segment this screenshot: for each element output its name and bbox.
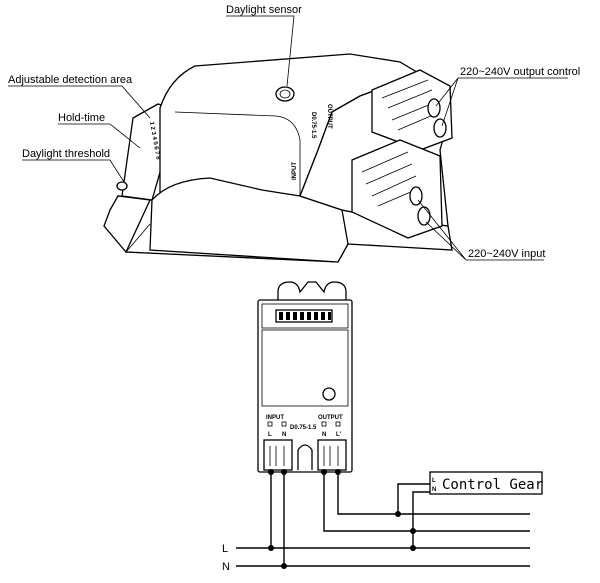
product-illustration: OUTPUT D0.75-1.5 INPUT 1 2 3 4 5 6 7 8 [103,53,453,263]
terminal-output-n: N [322,432,326,438]
module-input-marking: INPUT [266,415,284,421]
hold-time-label: Hold-time [58,112,105,124]
module-dip-switches [275,309,333,323]
threshold-knob [116,181,128,191]
control-gear-pin-l: L [432,478,436,484]
junction-n-tap [410,545,416,551]
wires [236,469,530,569]
junction-output-n [321,469,327,475]
module-body [257,299,353,473]
device-input-marking: INPUT [292,162,298,180]
output-terminal-block [317,439,347,471]
supply-label-n: N [222,561,230,573]
output-screw-2 [433,118,447,138]
module-output-marking: OUTPUT [318,415,343,421]
junction-supply-n [281,563,287,569]
junction-input-l [268,469,274,475]
mounting-tab [277,281,347,302]
junction-output-l [335,469,341,475]
device-model-marking: D0.75-1.5 [310,112,316,139]
wire-output-l [337,472,530,515]
cable-loop [297,444,313,470]
junction-gear-l [395,511,401,517]
module-sensor [322,387,336,401]
terminal-input-n: N [282,432,286,438]
daylight-sensor-label: Daylight sensor [226,4,302,16]
junction-gear-n [410,528,416,534]
output-screw-1 [427,98,441,118]
module-model-marking: D0.75-1.5 [290,425,317,431]
input-screw-1 [409,186,423,206]
junction-supply-l [268,545,274,551]
gear-feed-n [412,491,434,548]
input-screw-2 [417,206,431,226]
terminal-output-l: L' [336,432,342,438]
control-gear-pin-n: N [432,487,436,493]
callout-leaders [8,15,568,261]
device-output-marking: OUTPUT [326,104,332,129]
terminal-input-l: L [268,432,272,438]
control-gear-box [429,471,543,495]
housing-front-face [149,177,349,263]
control-gear-label: Control Gear [442,477,543,493]
detection-area-label: Adjustable detection area [8,74,133,86]
wire-output-n [323,472,530,532]
daylight-threshold-label: Daylight threshold [22,148,110,160]
gear-feed-l [397,483,434,514]
supply-label-l: L [222,543,228,555]
input-terminal-block [263,439,293,471]
housing-left-end [103,195,151,254]
input-label: 220~240V input [468,248,545,260]
wiring-module: INPUT OUTPUT D0.75-1.5 L N N L' [257,281,353,473]
junction-input-n [281,469,287,475]
daylight-sensor-window [275,86,295,102]
output-control-label: 220~240V output control [460,66,580,78]
